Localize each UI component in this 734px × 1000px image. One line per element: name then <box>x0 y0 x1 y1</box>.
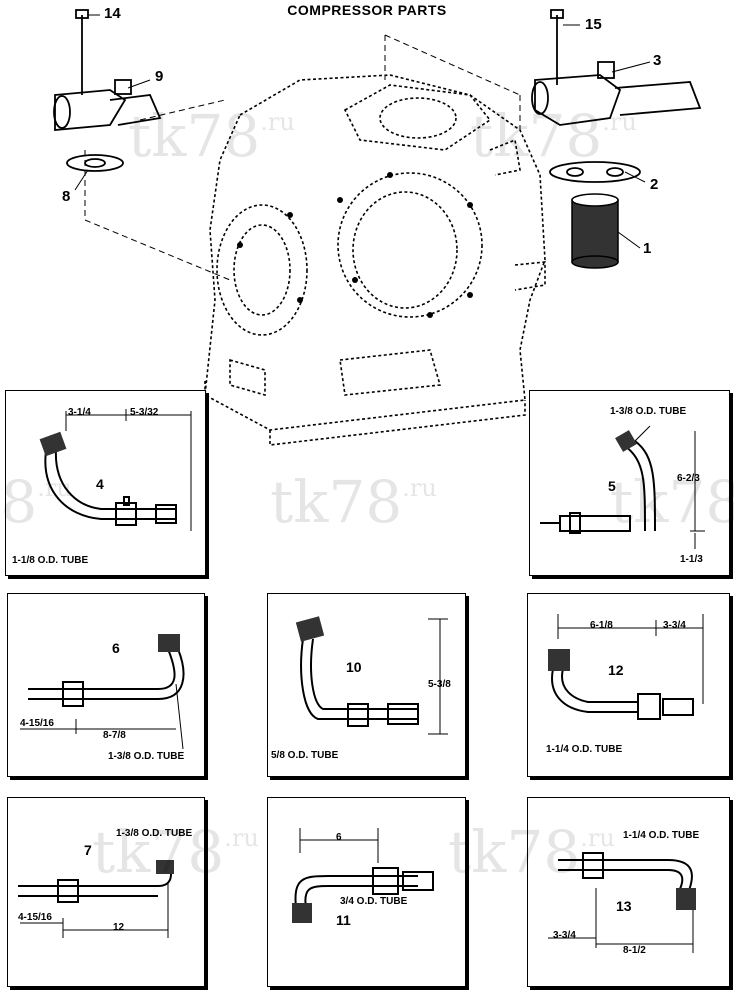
compressor-exploded-view <box>53 9 702 446</box>
panel-part-12: 6-1/8 3-3/4 12 1-1/4 O.D. TUBE <box>527 593 730 777</box>
part-number: 10 <box>346 659 362 675</box>
tube-size: 1-3/8 O.D. TUBE <box>610 406 687 417</box>
tube-size: 1-1/4 O.D. TUBE <box>546 744 623 755</box>
dim-a: 4-15/16 <box>20 718 54 729</box>
callout-15: 15 <box>585 16 602 33</box>
panel-part-13: 1-1/4 O.D. TUBE 13 3-3/4 8-1/2 <box>527 797 730 987</box>
tube-size: 1-3/8 O.D. TUBE <box>108 751 185 762</box>
dim-a: 6-2/3 <box>677 473 700 484</box>
callout-1: 1 <box>643 240 652 257</box>
part-number: 13 <box>616 898 632 914</box>
dim-b: 5-3/32 <box>130 407 159 418</box>
dim-a: 5-3/8 <box>428 679 451 690</box>
compressor-housing <box>204 74 546 431</box>
dim-b: 3-3/4 <box>663 620 686 631</box>
panel-part-4: 3-1/4 5-3/32 4 1-1/8 O.D. TUBE <box>5 390 206 576</box>
panel-part-10: 10 5-3/8 5/8 O.D. TUBE <box>267 593 466 777</box>
dim-a: 6-1/8 <box>590 620 613 631</box>
tube-size: 1-1/8 O.D. TUBE <box>12 555 89 566</box>
part-number: 11 <box>336 912 351 928</box>
dim-b: 8-7/8 <box>103 730 126 741</box>
page-title: COMPRESSOR PARTS <box>287 2 447 18</box>
strainer-1 <box>571 193 619 269</box>
tube-size: 1-1/4 O.D. TUBE <box>623 830 700 841</box>
tube-size: 3/4 O.D. TUBE <box>340 896 408 907</box>
tube-size: 5/8 O.D. TUBE <box>271 750 339 761</box>
panel-part-7: 7 1-3/8 O.D. TUBE 4-15/16 12 <box>7 797 205 987</box>
part-number: 6 <box>112 640 120 656</box>
panel-part-5: 1-3/8 O.D. TUBE 5 6-2/3 1-1/3 <box>529 390 730 576</box>
callout-3: 3 <box>653 52 662 69</box>
panel-part-11: 6 3/4 O.D. TUBE 11 <box>267 797 466 987</box>
watermark: tk78.ru <box>270 468 437 536</box>
dim-a: 3-1/4 <box>68 407 91 418</box>
dim-b: 8-1/2 <box>623 945 646 956</box>
part-number: 7 <box>84 842 92 858</box>
callout-8: 8 <box>62 188 71 205</box>
dim-b: 1-1/3 <box>680 554 703 565</box>
part-number: 5 <box>608 478 616 494</box>
tube-size: 1-3/8 O.D. TUBE <box>116 828 193 839</box>
callout-2: 2 <box>650 176 659 193</box>
part-number: 12 <box>608 662 624 678</box>
callout-14: 14 <box>104 5 121 22</box>
dim-b: 12 <box>113 922 125 933</box>
dim-a: 3-3/4 <box>553 930 576 941</box>
part-number: 4 <box>96 476 104 492</box>
dim-a: 4-15/16 <box>18 912 52 923</box>
panel-part-6: 6 4-15/16 8-7/8 1-3/8 O.D. TUBE <box>7 593 205 777</box>
dim-a: 6 <box>336 832 342 843</box>
callout-9: 9 <box>155 68 164 85</box>
